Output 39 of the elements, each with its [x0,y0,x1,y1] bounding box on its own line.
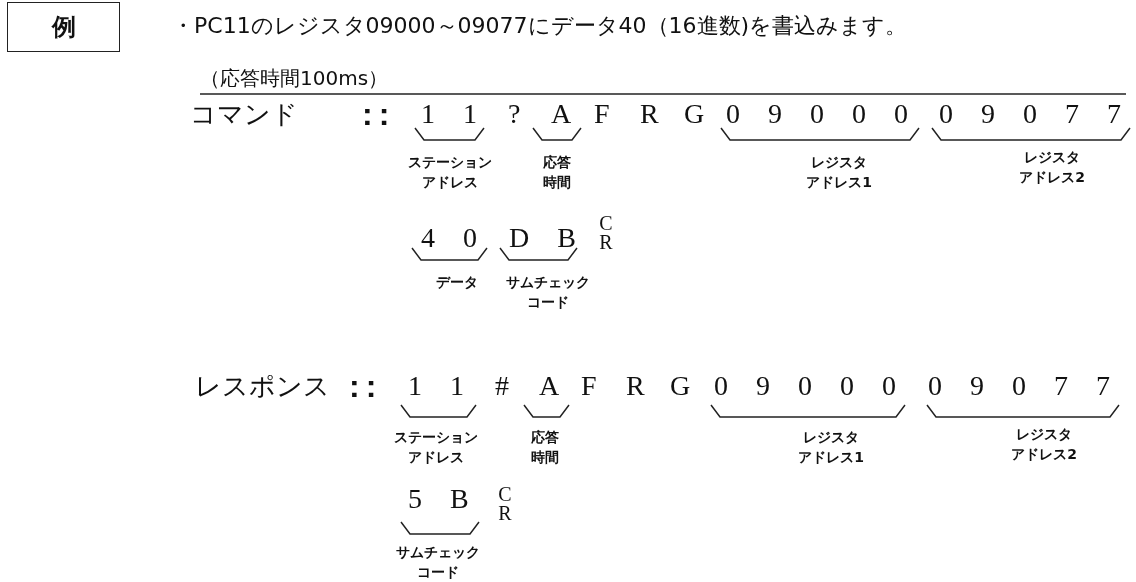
code-text: # [495,372,517,400]
field-label: ステーションアドレス [407,153,493,193]
code-text: R [640,100,667,128]
field-label: データ [435,273,479,292]
row-heading: レスポンス [195,373,330,399]
field-label: レジスタアドレス1 [805,153,873,193]
code-text: 1 1 [421,100,485,128]
field-label: レジスタアドレス1 [797,428,865,468]
code-text: 0 9 0 0 0 [714,372,904,400]
row-heading: コマンド [190,101,298,127]
response-time-note: （応答時間100ms） [200,66,389,90]
code-text: G [684,100,713,128]
code-text: 5 B [408,485,477,513]
code-text: A [539,372,568,400]
example-box: 例 [7,2,120,52]
field-label: 応答時間 [530,428,560,468]
code-text: :: [362,98,396,130]
code-text: :: [349,370,383,402]
code-text: 4 0 [421,224,485,252]
code-text: F [594,100,618,128]
field-label: サムチェックコード [395,543,481,582]
code-text: ? [508,100,529,128]
field-label: サムチェックコード [505,273,591,313]
code-text: CR [598,214,614,252]
field-label: レジスタアドレス2 [1018,148,1086,188]
code-text: A [551,100,580,128]
code-text: R [626,372,653,400]
field-label: レジスタアドレス2 [1010,425,1078,465]
field-label: ステーションアドレス [393,428,479,468]
code-text: 0 9 0 7 7 [928,372,1118,400]
code-text: 0 9 0 0 0 [726,100,916,128]
code-text: CR [497,485,513,523]
code-text: G [670,372,699,400]
instruction-text: ・PC11のレジスタ09000～09077にデータ40（16進数)を書込みます。 [172,13,908,40]
code-text: D B [509,224,584,252]
code-text: 1 1 [408,372,472,400]
field-label: 応答時間 [542,153,572,193]
code-text: F [581,372,605,400]
code-text: 0 9 0 7 7 [939,100,1129,128]
